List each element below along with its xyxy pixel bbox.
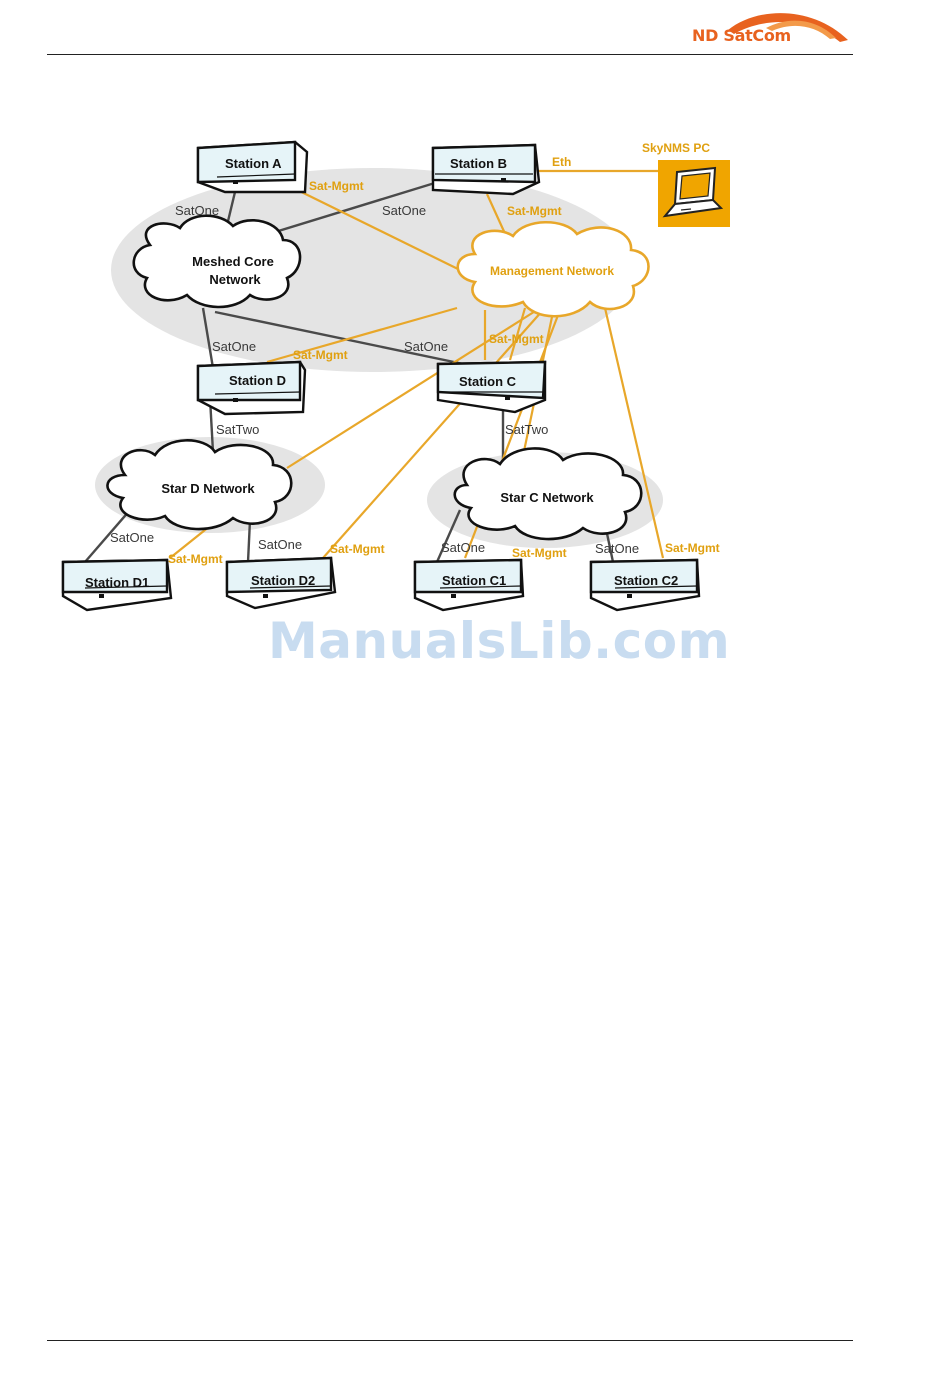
meshed-core-label-line2: Network bbox=[209, 272, 261, 287]
sat-mgmt-label-c: Sat-Mgmt bbox=[489, 332, 544, 346]
meshed-core-cloud bbox=[132, 214, 302, 309]
station-c2-label: Station C2 bbox=[614, 573, 678, 588]
satone-label-d2: SatOne bbox=[258, 537, 302, 552]
sat-mgmt-label-a: Sat-Mgmt bbox=[309, 179, 364, 193]
star-c-network-label: Star C Network bbox=[500, 490, 594, 505]
watermark: ManualsLib.com bbox=[268, 612, 731, 670]
logo-swoosh-icon bbox=[728, 13, 848, 42]
core-region bbox=[111, 168, 635, 372]
station-c1 bbox=[413, 558, 525, 612]
station-d bbox=[196, 360, 307, 416]
meshed-core-label-line1: Meshed Core bbox=[192, 254, 274, 269]
station-c1-label: Station C1 bbox=[442, 573, 506, 588]
station-c-label: Station C bbox=[459, 374, 517, 389]
station-d2-label: Station D2 bbox=[251, 573, 315, 588]
station-a bbox=[196, 140, 309, 194]
station-d-label: Station D bbox=[229, 373, 286, 388]
sat-mgmt-label-c2: Sat-Mgmt bbox=[665, 541, 720, 555]
station-d1-label: Station D1 bbox=[85, 575, 149, 590]
sat-mgmt-label-d1: Sat-Mgmt bbox=[168, 552, 223, 566]
management-network-label: Management Network bbox=[490, 264, 614, 278]
sat-mgmt-label-c1: Sat-Mgmt bbox=[512, 546, 567, 560]
satone-label-b: SatOne bbox=[382, 203, 426, 218]
sat-mgmt-label-d: Sat-Mgmt bbox=[293, 348, 348, 362]
satone-label-c1: SatOne bbox=[441, 540, 485, 555]
station-b-label: Station B bbox=[450, 156, 507, 171]
star-d-cloud bbox=[106, 439, 293, 531]
sattwo-label-c: SatTwo bbox=[505, 422, 548, 437]
brand-logo: ND SatCom bbox=[688, 8, 853, 48]
sat-mgmt-label-b: Sat-Mgmt bbox=[507, 204, 562, 218]
satone-label-c2: SatOne bbox=[595, 541, 639, 556]
sattwo-label-d: SatTwo bbox=[216, 422, 259, 437]
header-rule bbox=[47, 54, 853, 55]
management-cloud bbox=[456, 220, 650, 318]
satone-label-c: SatOne bbox=[404, 339, 448, 354]
logo-text: ND SatCom bbox=[692, 26, 791, 45]
star-d-network-label: Star D Network bbox=[161, 481, 255, 496]
station-a-label: Station A bbox=[225, 156, 282, 171]
network-diagram: Station A Station B Station D Station C … bbox=[61, 140, 730, 612]
star-c-cloud bbox=[453, 447, 643, 541]
eth-label: Eth bbox=[552, 155, 571, 169]
sat-mgmt-label-d2: Sat-Mgmt bbox=[330, 542, 385, 556]
satone-label-d1: SatOne bbox=[110, 530, 154, 545]
satone-label-d: SatOne bbox=[212, 339, 256, 354]
skynms-pc bbox=[658, 160, 730, 227]
station-c2 bbox=[589, 558, 701, 612]
station-d1 bbox=[61, 558, 173, 612]
station-b bbox=[431, 143, 541, 196]
skynms-pc-label: SkyNMS PC bbox=[642, 141, 710, 155]
laptop-icon bbox=[662, 166, 724, 218]
station-c bbox=[436, 360, 547, 414]
footer-rule bbox=[47, 1340, 853, 1341]
station-d2 bbox=[225, 556, 337, 610]
mgmt-links bbox=[169, 169, 665, 559]
satone-label-a: SatOne bbox=[175, 203, 219, 218]
